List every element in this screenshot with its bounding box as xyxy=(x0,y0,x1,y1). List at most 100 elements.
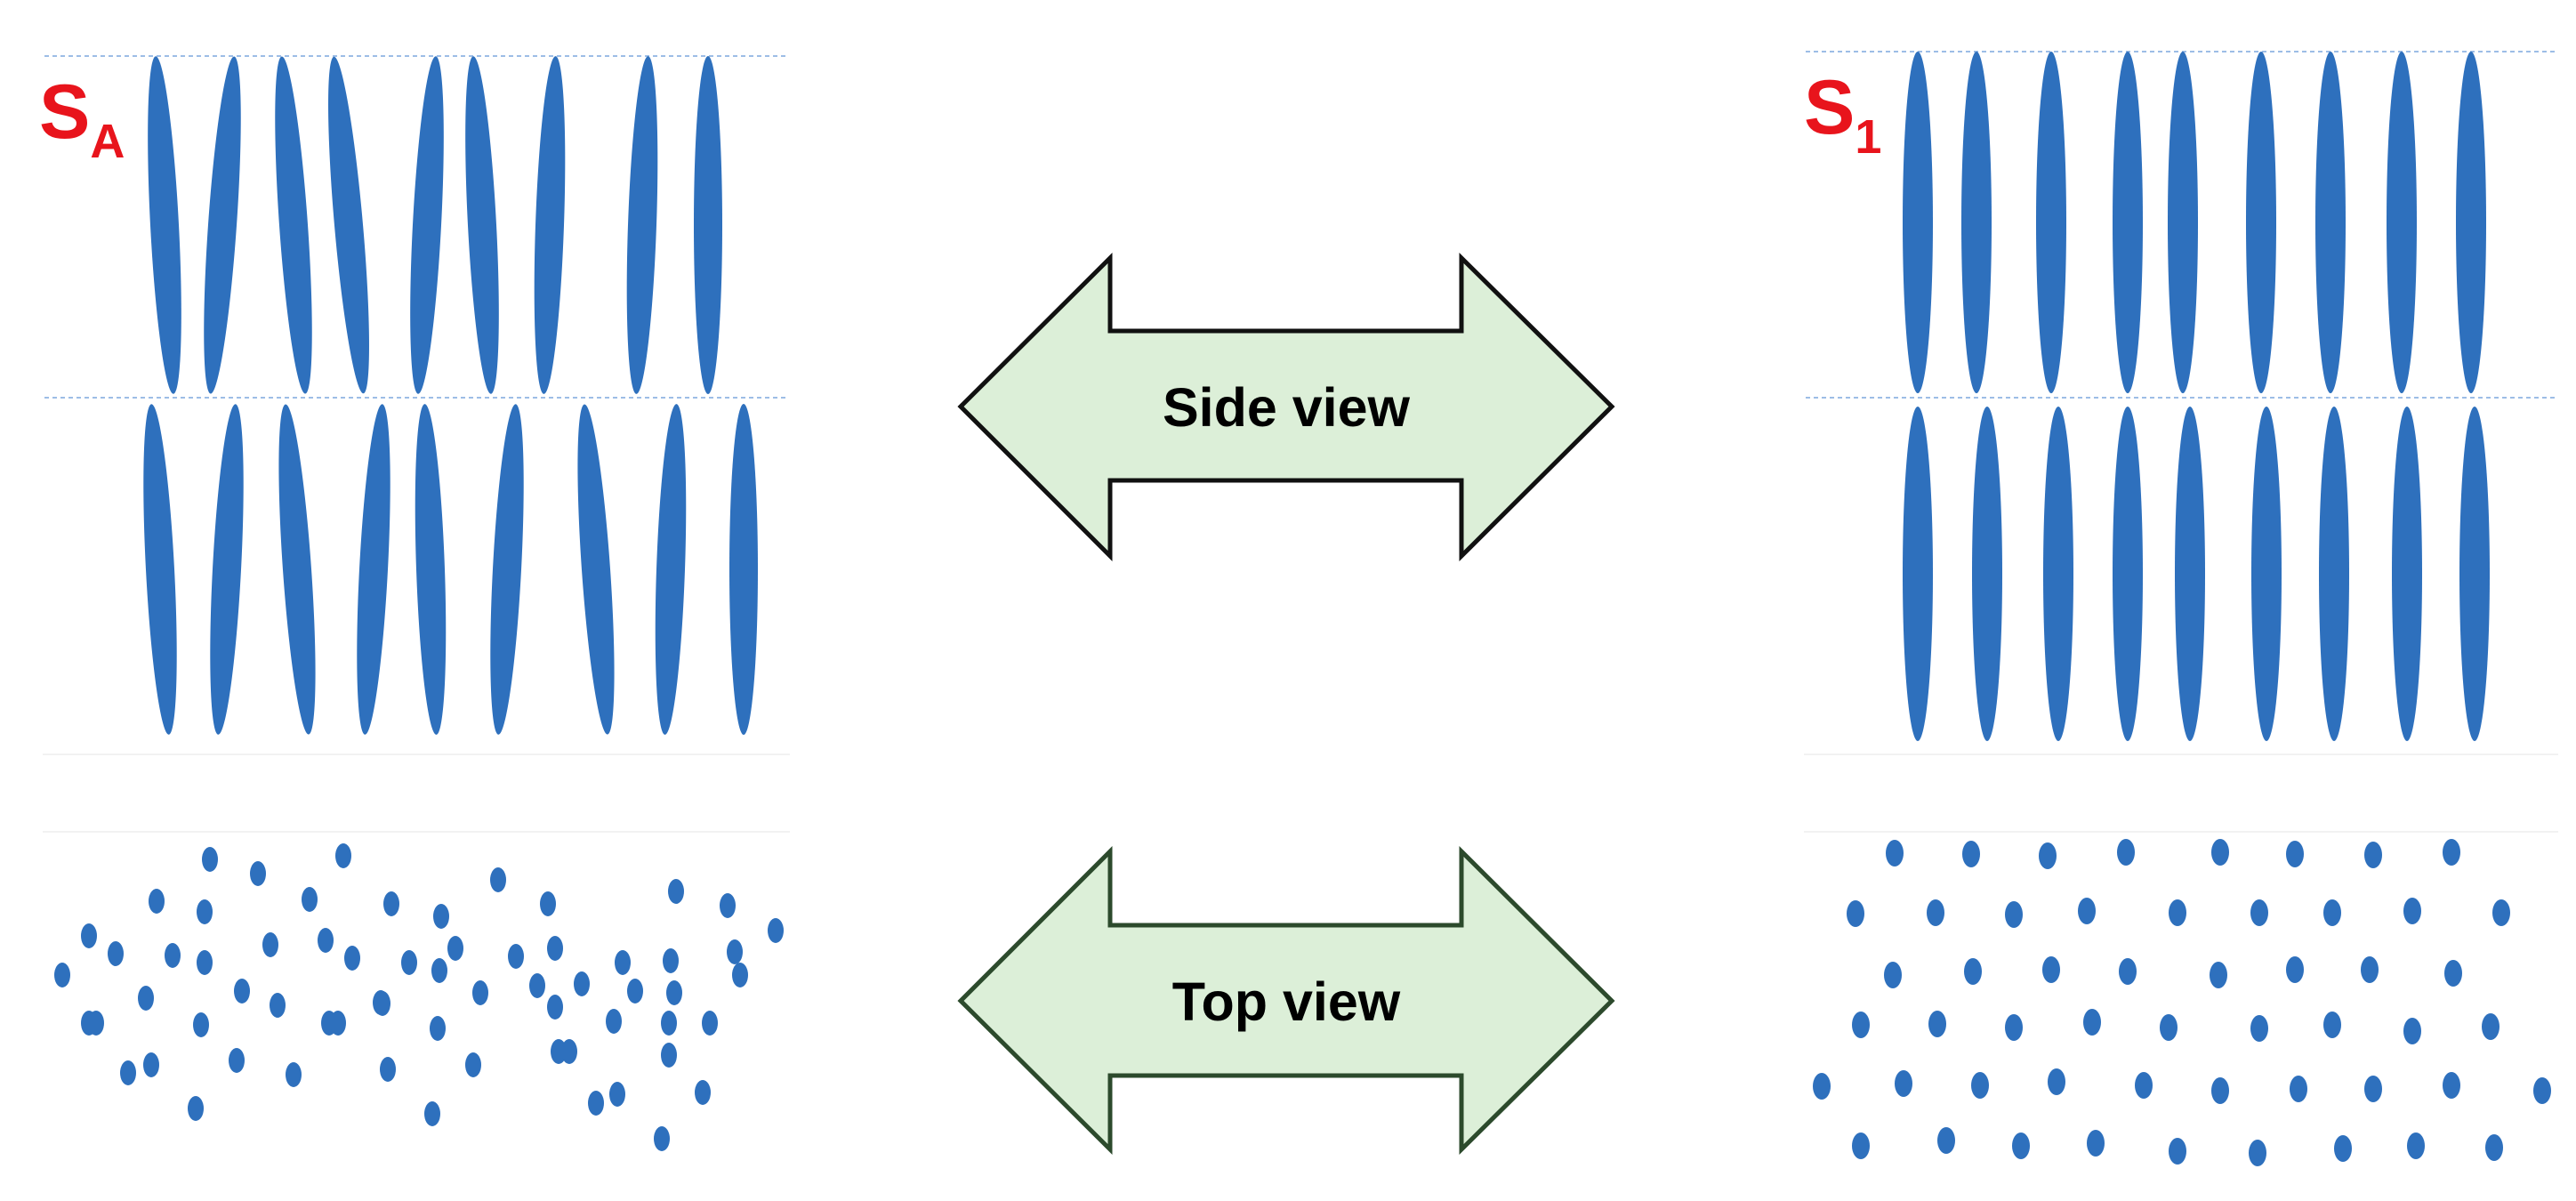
dot-molecule xyxy=(2403,1018,2421,1044)
dot-molecule xyxy=(2083,1009,2101,1036)
rod-molecule xyxy=(626,56,658,394)
top-view-arrow-shape xyxy=(957,845,1615,1156)
dot-molecule xyxy=(574,971,590,996)
rod-molecule xyxy=(490,404,524,735)
dot-molecule xyxy=(2211,1077,2229,1104)
dot-molecule xyxy=(2485,1134,2503,1161)
side-view-label: Side view xyxy=(1163,377,1411,438)
dot-molecule xyxy=(2005,901,2023,928)
side-view-arrow-shape xyxy=(957,252,1615,562)
dot-molecule xyxy=(2533,1077,2551,1104)
dot-molecule xyxy=(2039,842,2057,869)
dot-molecule xyxy=(465,1052,481,1077)
dot-molecule xyxy=(54,963,70,987)
rod-molecule xyxy=(143,404,177,735)
dot-molecule xyxy=(2119,958,2137,985)
rod-molecule xyxy=(2251,407,2282,741)
dot-molecule xyxy=(732,963,748,987)
rod-molecule xyxy=(577,404,615,735)
dot-molecule xyxy=(318,928,334,953)
dot-molecule xyxy=(609,1082,625,1107)
dot-molecule xyxy=(433,904,449,929)
rod-molecule xyxy=(694,56,722,394)
dot-molecule xyxy=(540,891,556,916)
dot-molecule xyxy=(490,867,506,892)
dot-molecule xyxy=(661,1043,677,1068)
dot-molecule xyxy=(1962,841,1980,867)
dot-molecule xyxy=(81,923,97,948)
dot-molecule xyxy=(88,1011,104,1036)
rod-molecule xyxy=(1961,52,1992,393)
rod-molecule xyxy=(1903,52,1933,393)
rod-molecule xyxy=(2246,52,2276,393)
rod-molecule xyxy=(2319,407,2349,741)
dot-molecule xyxy=(1895,1070,1912,1097)
dot-molecule xyxy=(2443,839,2460,866)
dot-molecule xyxy=(2407,1132,2425,1159)
dot-molecule xyxy=(165,943,181,968)
rod-molecule xyxy=(2113,52,2143,393)
dot-molecule xyxy=(1937,1127,1955,1154)
dot-molecule xyxy=(193,1012,209,1037)
dot-molecule xyxy=(431,958,447,983)
rod-molecule xyxy=(2392,407,2422,741)
dot-molecule xyxy=(666,980,682,1005)
dot-molecule xyxy=(1813,1073,1831,1100)
rod-molecule xyxy=(278,404,316,735)
rod-molecule xyxy=(2456,52,2486,393)
dot-molecule xyxy=(2211,839,2229,866)
dot-molecule xyxy=(1927,899,1944,926)
dot-molecule xyxy=(2250,1015,2268,1042)
dot-molecule xyxy=(2482,1013,2500,1040)
side-view-arrow: Side view xyxy=(957,252,1615,562)
dot-molecule xyxy=(547,995,563,1020)
right-phase-label-subscript: 1 xyxy=(1855,110,1881,164)
dot-molecule xyxy=(727,939,743,964)
dot-molecule xyxy=(344,946,360,971)
rod-molecule xyxy=(2168,52,2198,393)
dot-molecule xyxy=(1928,1011,1946,1037)
rod-molecule xyxy=(465,56,499,394)
dot-molecule xyxy=(229,1048,245,1073)
dot-molecule xyxy=(2492,899,2510,926)
dot-molecule xyxy=(2361,956,2379,983)
dot-molecule xyxy=(1971,1072,1989,1099)
rod-molecule xyxy=(328,56,369,394)
right-side-view-molecules xyxy=(1903,52,2490,741)
dot-molecule xyxy=(2286,841,2304,867)
dot-molecule xyxy=(143,1052,159,1077)
rod-molecule xyxy=(148,56,181,394)
rod-molecule xyxy=(1972,407,2002,741)
dot-molecule xyxy=(2364,1076,2382,1102)
dot-molecule xyxy=(615,950,631,975)
dot-molecule xyxy=(2012,1132,2030,1159)
rod-molecule xyxy=(2315,52,2346,393)
rod-molecule xyxy=(210,404,244,735)
dot-molecule xyxy=(302,887,318,912)
rod-molecule xyxy=(1903,407,1933,741)
rod-molecule xyxy=(729,404,758,735)
rod-molecule xyxy=(2175,407,2205,741)
dot-molecule xyxy=(2078,898,2096,924)
right-top-view-molecules xyxy=(1813,839,2551,1166)
right-panel: S1 xyxy=(1804,51,2558,1166)
rod-molecule xyxy=(410,56,444,394)
dot-molecule xyxy=(2290,1076,2307,1102)
dot-molecule xyxy=(2334,1135,2352,1162)
dot-molecule xyxy=(2087,1130,2105,1157)
dot-molecule xyxy=(720,893,736,918)
top-view-arrow: Top view xyxy=(957,845,1615,1156)
dot-molecule xyxy=(2286,956,2304,983)
dot-molecule xyxy=(330,1011,346,1036)
dot-molecule xyxy=(547,936,563,961)
rod-molecule xyxy=(2387,52,2417,393)
rod-molecule xyxy=(2036,52,2066,393)
dot-molecule xyxy=(1852,1132,1870,1159)
dot-molecule xyxy=(2443,1072,2460,1099)
rod-molecule xyxy=(357,404,390,735)
dot-molecule xyxy=(1886,840,1904,866)
dot-molecule xyxy=(270,993,286,1018)
left-side-view-molecules xyxy=(143,56,758,735)
dot-molecule xyxy=(149,889,165,914)
